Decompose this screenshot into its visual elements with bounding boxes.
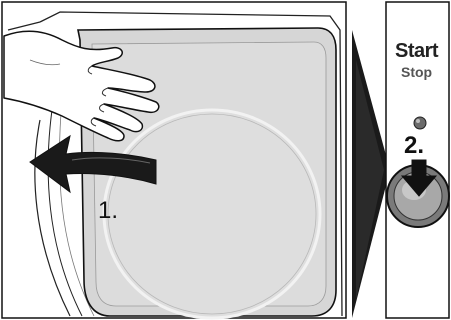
- stop-label: Stop: [401, 64, 432, 80]
- right-arrow-shade: [356, 60, 384, 300]
- step-2-label: 2.: [404, 134, 424, 158]
- led-highlight: [416, 119, 420, 123]
- status-led: [414, 117, 426, 129]
- step-1-label: 1.: [98, 199, 118, 223]
- start-label: Start: [395, 40, 438, 63]
- door-porthole: [104, 110, 320, 318]
